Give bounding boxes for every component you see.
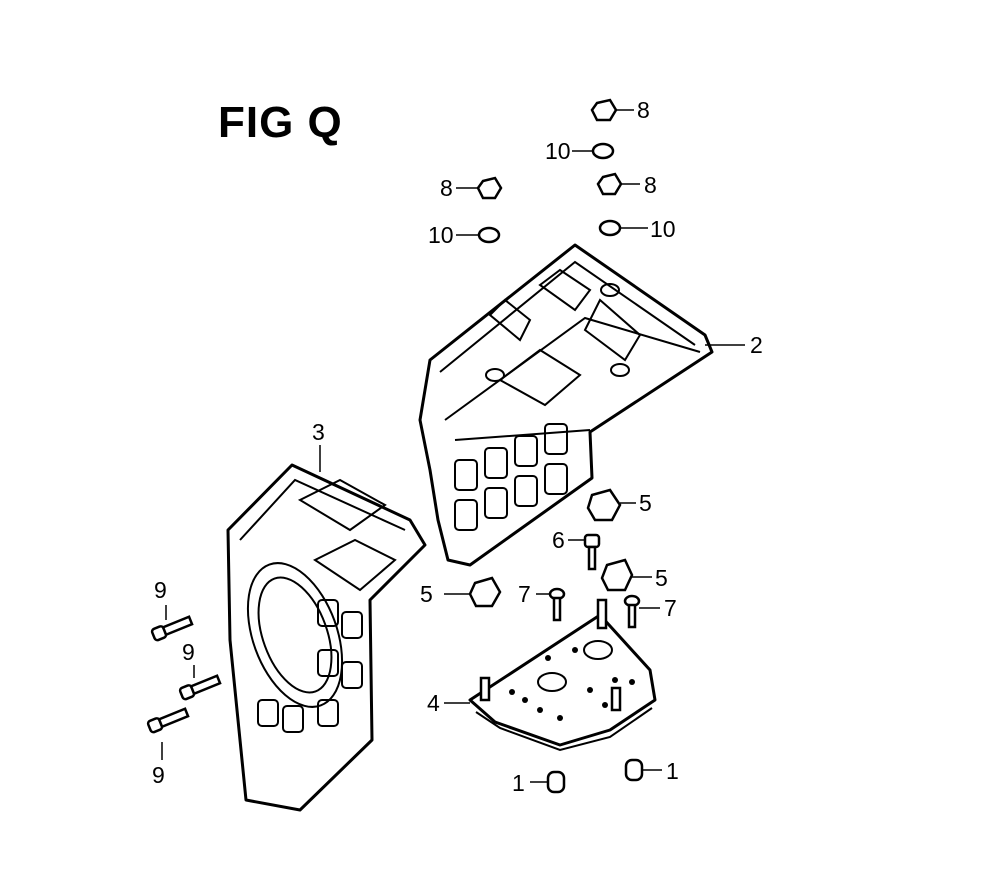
callout-9c: 9 [152, 762, 165, 788]
washer-10c-icon [598, 219, 622, 237]
callout-10c: 10 [650, 216, 676, 242]
stud-left-icon [479, 676, 491, 702]
callout-10a: 10 [545, 138, 571, 164]
callout-8b: 8 [440, 175, 453, 201]
washer-10b-icon [477, 226, 501, 244]
nut-8b-icon [476, 176, 503, 200]
callout-7a: 7 [518, 581, 531, 607]
callout-1b: 1 [666, 758, 679, 784]
bolt-9a-icon [150, 615, 194, 642]
damper-5b-icon [600, 558, 634, 592]
screw-7a-icon [548, 587, 566, 622]
damper-5a-icon [586, 488, 622, 522]
upper-mount-bracket [418, 243, 714, 567]
callout-2: 2 [750, 332, 763, 358]
hardware [146, 98, 644, 794]
stud-right-icon [610, 686, 622, 712]
damper-5c-icon [468, 576, 502, 608]
callout-1a: 1 [512, 770, 525, 796]
callout-labels: 8 10 8 10 8 10 2 3 5 6 5 5 7 7 9 9 9 4 1… [152, 97, 763, 796]
cap-1a-icon [546, 770, 566, 794]
leader-lines [161, 109, 745, 783]
bolt-9b-icon [178, 674, 222, 701]
base-plate [468, 613, 657, 752]
cap-1b-icon [624, 758, 644, 782]
callout-9a: 9 [154, 577, 167, 603]
nut-8a-icon [590, 98, 618, 122]
figure-title: FIG Q [218, 98, 343, 147]
callout-4: 4 [427, 690, 440, 716]
callout-5b: 5 [655, 565, 668, 591]
callout-5c: 5 [420, 581, 433, 607]
side-mount-bracket [226, 463, 427, 812]
bolt-9c-icon [146, 707, 190, 734]
callout-9b: 9 [182, 639, 195, 665]
stud-mid-icon [596, 598, 608, 630]
callout-10b: 10 [428, 222, 454, 248]
callout-8c: 8 [644, 172, 657, 198]
callout-6: 6 [552, 527, 565, 553]
washer-10a-icon [591, 142, 615, 160]
screw-7b-icon [623, 594, 641, 629]
callout-7b: 7 [664, 595, 677, 621]
callout-5a: 5 [639, 490, 652, 516]
callout-3: 3 [312, 419, 325, 445]
callout-8a: 8 [637, 97, 650, 123]
nut-8c-icon [596, 172, 623, 196]
bolt-6-icon [583, 533, 601, 571]
